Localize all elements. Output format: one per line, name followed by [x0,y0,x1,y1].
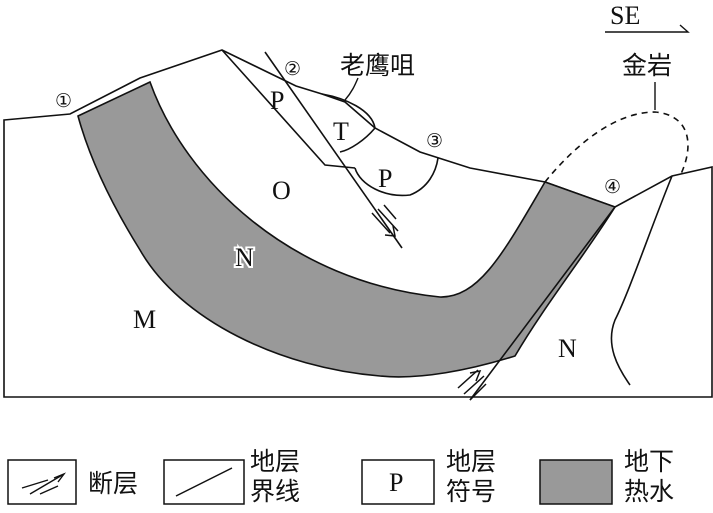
direction-arrow [605,24,690,33]
groundwater-layer [77,80,617,378]
laoyingzui-label: 老鹰咀 [340,51,415,80]
stratum-m: M [133,305,156,334]
point-3: ③ [426,130,443,152]
point-2: ② [284,58,301,80]
stratum-p1: P [270,86,284,115]
legend-symbol-l2: 符号 [446,477,496,506]
legend-water-box [539,459,613,505]
point-1: ① [55,90,72,112]
legend: 断层 地层 界线 P 地层 符号 地下 热水 [7,447,674,506]
stratum-n1: N [235,243,254,272]
stratum-t: T [333,117,349,146]
fault-arrow [457,369,487,401]
fault-line [469,206,616,401]
point-4: ④ [604,176,621,198]
legend-water-l1: 地下 [624,447,674,476]
legend-fault-symbol [21,472,67,495]
direction-label: SE [610,1,640,30]
jinyan-label: 金岩 [622,51,672,80]
legend-water-l2: 热水 [624,477,674,506]
legend-boundary-line [175,467,233,497]
legend-symbol-box [361,459,435,505]
stratum-o: O [272,176,291,205]
legend-symbol-l1: 地层 [446,447,496,476]
boundary-line [610,175,673,386]
stratum-p2: P [378,164,392,193]
boundary-line [354,157,439,197]
stratum-n2: N [558,334,577,363]
legend-symbol-sample: P [389,468,403,497]
eroded-outline [544,111,689,183]
laoyingzui-leader [344,77,359,101]
boundary-line [321,93,376,153]
legend-boundary-l1: 地层 [250,447,300,476]
legend-fault-label: 断层 [88,469,138,498]
legend-boundary-l2: 界线 [250,477,300,506]
fault-arrow [371,204,399,237]
fault-line [264,51,403,249]
